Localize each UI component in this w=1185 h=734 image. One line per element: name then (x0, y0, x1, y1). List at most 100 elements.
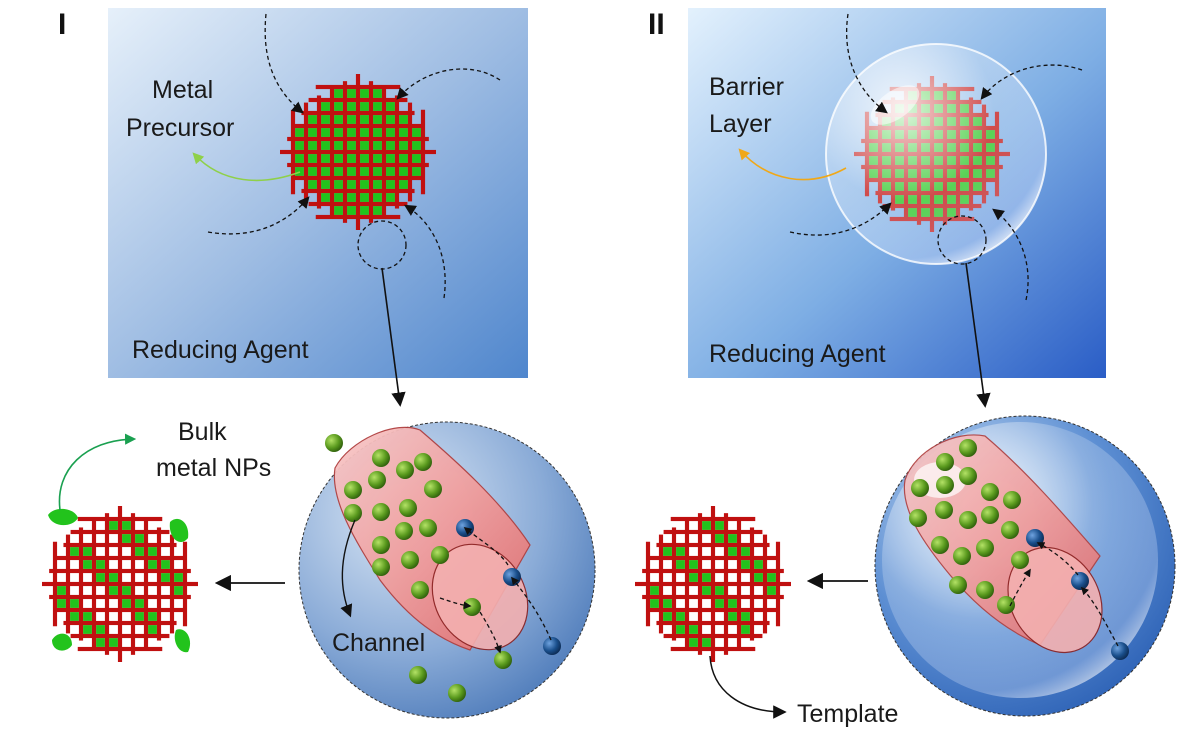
lattice-cell (676, 599, 685, 608)
lattice-cell (373, 206, 382, 215)
green-particle (368, 471, 386, 489)
green-particle (935, 501, 953, 519)
green-particle (344, 504, 362, 522)
lattice-cell (347, 193, 356, 202)
blue-particle-path-1 (511, 576, 552, 641)
lattice-cell (347, 128, 356, 137)
panel-i-tag: I (58, 8, 66, 41)
lattice-cell (308, 115, 317, 124)
lattice-cell (83, 625, 92, 634)
green-particle (401, 551, 419, 569)
lattice-cell (373, 115, 382, 124)
lattice-bar-vertical (749, 527, 755, 641)
lattice-cell (57, 560, 66, 569)
lattice-cell (347, 206, 356, 215)
lattice-bar-horizontal (656, 620, 770, 626)
lattice-cell (386, 115, 395, 124)
lattice-cell (741, 625, 750, 634)
lattice-cell (715, 521, 724, 530)
lattice-cell (148, 573, 157, 582)
green-particle (414, 453, 432, 471)
lattice-cell (70, 599, 79, 608)
lattice-cell (321, 102, 330, 111)
green-particle (909, 509, 927, 527)
lattice-cell (334, 180, 343, 189)
inflow-arrow-bottom-right (404, 204, 446, 299)
lattice-cell (347, 141, 356, 150)
green-particle (949, 576, 967, 594)
lattice-cell (386, 102, 395, 111)
lattice-cell (650, 586, 659, 595)
lattice-cell (689, 521, 698, 530)
lattice-cell (728, 534, 737, 543)
lattice-cell (148, 612, 157, 621)
lattice-cell (702, 599, 711, 608)
lattice-cell (741, 612, 750, 621)
green-particle (396, 461, 414, 479)
lattice-bar-vertical (381, 88, 387, 216)
lattice-cell (109, 599, 118, 608)
lattice-cell (148, 547, 157, 556)
lattice-cell (321, 167, 330, 176)
green-particle (431, 546, 449, 564)
lattice-cell (347, 89, 356, 98)
lattice-cell (741, 547, 750, 556)
green-particle (409, 666, 427, 684)
barrier-outflow-arrow (738, 148, 847, 181)
lattice-cell (399, 167, 408, 176)
lattice-cell (689, 599, 698, 608)
lattice-cell (161, 612, 170, 621)
lattice-cell (334, 102, 343, 111)
lattice-cell (715, 625, 724, 634)
green-particle (976, 539, 994, 557)
lattice-cell (767, 573, 776, 582)
inflow-arrow-ii-top-left (846, 13, 888, 114)
lattice-cell (360, 193, 369, 202)
lattice-cell (70, 573, 79, 582)
lattice-cell (373, 167, 382, 176)
lattice-cell (676, 586, 685, 595)
lattice-cell (109, 547, 118, 556)
green-particle (981, 506, 999, 524)
lattice-bar-horizontal (63, 620, 177, 626)
lattice-cell (767, 560, 776, 569)
lattice-bar-vertical (407, 102, 413, 202)
panel-ii-tag: II (648, 8, 665, 41)
lattice-cell (83, 547, 92, 556)
green-particle (936, 453, 954, 471)
lattice-cell (334, 154, 343, 163)
lattice-cell (386, 154, 395, 163)
lattice-cell (676, 560, 685, 569)
lattice-bar-horizontal (663, 633, 763, 639)
lattice-cell (702, 521, 711, 530)
lattice-cell (689, 560, 698, 569)
green-reentry-path (1009, 568, 1031, 607)
green-particle (395, 522, 413, 540)
lattice-cell (174, 599, 183, 608)
green-particle (463, 598, 481, 616)
lattice-cell (676, 625, 685, 634)
lattice-cell (96, 521, 105, 530)
lattice-cell (308, 128, 317, 137)
lattice-cell (663, 612, 672, 621)
lattice-cell (161, 586, 170, 595)
lattice-cell (135, 521, 144, 530)
lattice-cell (689, 586, 698, 595)
lattice-cell (83, 612, 92, 621)
lattice-cell (295, 154, 304, 163)
lattice-cell (135, 638, 144, 647)
lattice-bar-horizontal (670, 646, 756, 652)
lattice-cell (728, 573, 737, 582)
lattice-cell (663, 573, 672, 582)
lattice-cell (676, 547, 685, 556)
lattice-cell (386, 167, 395, 176)
bulk-np-arrow (58, 433, 137, 511)
lattice-cell (96, 612, 105, 621)
lattice-cell (360, 180, 369, 189)
lattice-cell (174, 586, 183, 595)
lattice-cell (702, 612, 711, 621)
lattice-cell (347, 167, 356, 176)
lattice-cell (321, 154, 330, 163)
lattice-cell (109, 534, 118, 543)
lattice-cell (96, 573, 105, 582)
